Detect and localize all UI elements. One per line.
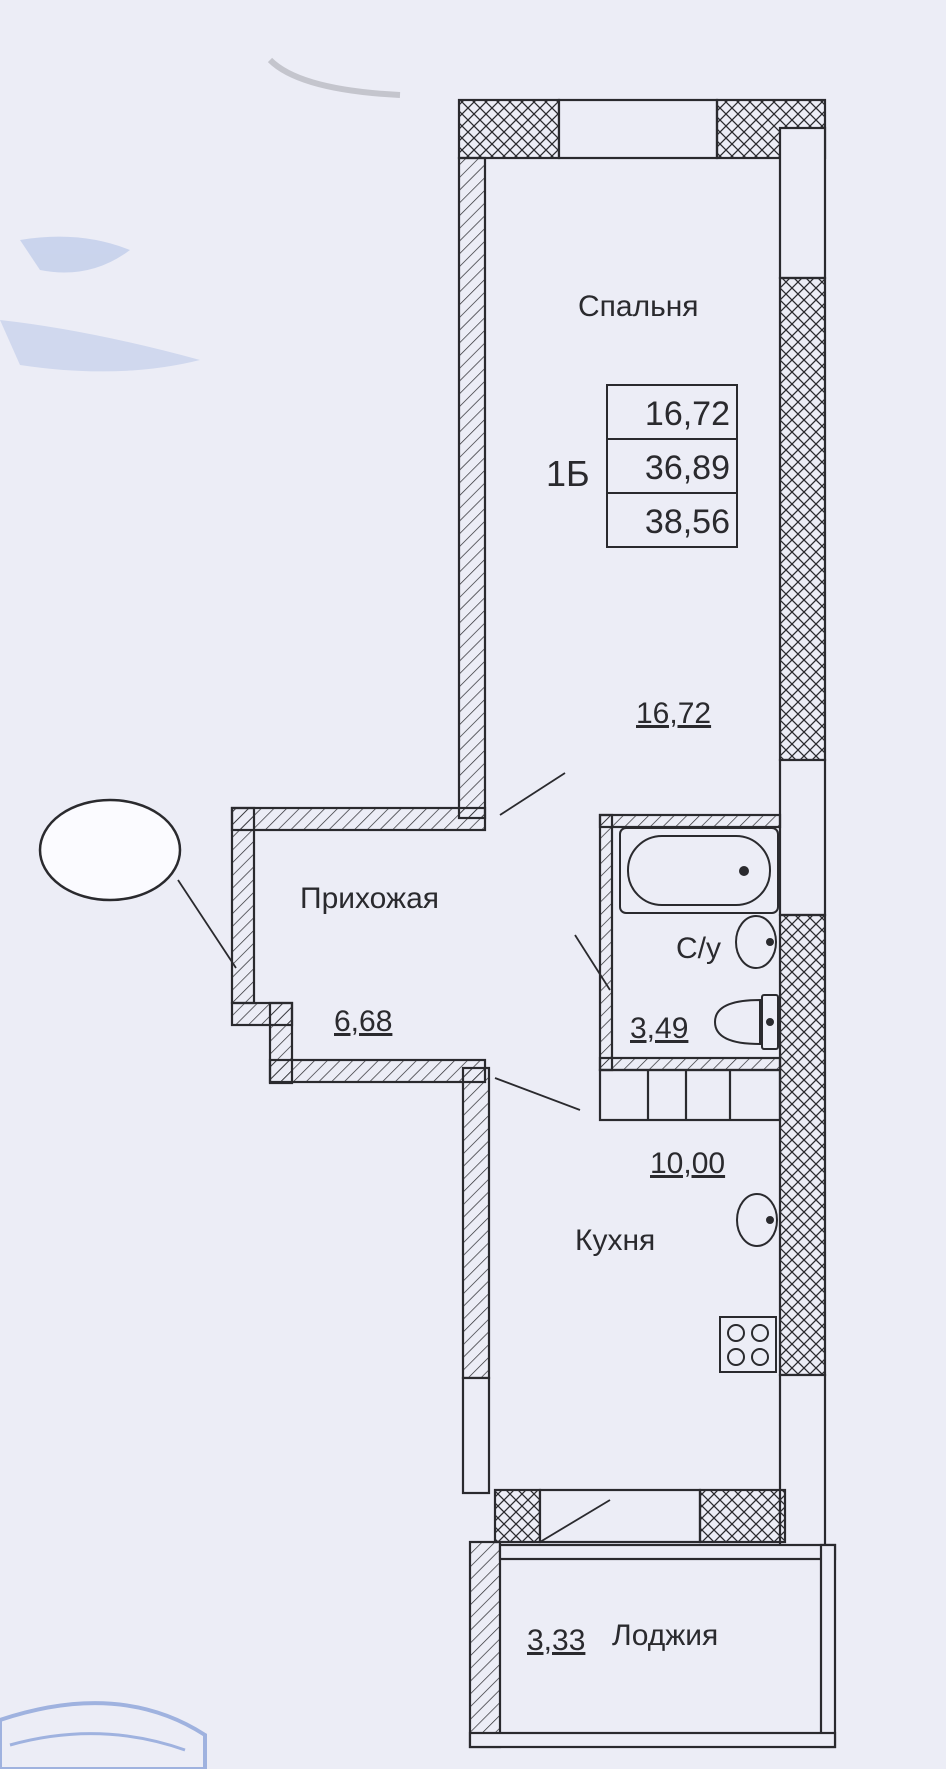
table-living-area: 16,72 <box>645 395 730 433</box>
stove-icon <box>719 1316 777 1373</box>
wall-kitchen-bottom-left <box>493 1488 542 1544</box>
walls <box>230 98 837 1749</box>
bathroom-area: 3,49 <box>630 1012 688 1045</box>
window-right-upper <box>778 126 827 280</box>
apartment-code: 1Б <box>546 453 590 494</box>
wall-right-upper <box>778 276 827 762</box>
wall-hallway-bottom <box>268 1058 487 1084</box>
door-bathroom <box>574 934 611 991</box>
table-total-with-loggia: 38,56 <box>645 503 730 541</box>
stamp-smudge <box>0 57 401 372</box>
wall-bedroom-left <box>457 156 487 820</box>
entrance-marker <box>38 798 182 902</box>
wall-kitchen-left <box>461 1066 491 1380</box>
balcony-door <box>538 1488 702 1544</box>
door-bedroom <box>499 772 566 816</box>
wall-hallway-top <box>230 806 487 832</box>
door-kitchen-left <box>461 1376 491 1495</box>
door-loggia <box>539 1499 611 1543</box>
loggia-rail-right <box>819 1543 837 1749</box>
doors <box>177 772 611 1543</box>
loggia-area: 3,33 <box>527 1624 585 1657</box>
loggia-label: Лоджия <box>612 1619 718 1652</box>
wall-top-left <box>457 98 561 160</box>
hallway-area: 6,68 <box>334 1005 392 1038</box>
kitchen-cabinets <box>598 1068 782 1122</box>
corner-stamp <box>0 1701 207 1769</box>
toilet-icon <box>713 994 779 1050</box>
wall-loggia-left <box>468 1540 502 1749</box>
wall-hallway-left <box>230 806 256 1005</box>
sink-icon <box>735 915 777 969</box>
window-right-mid <box>778 758 827 917</box>
area-table <box>606 384 738 548</box>
table-total-area: 36,89 <box>645 449 730 487</box>
hallway-label: Прихожая <box>300 882 439 915</box>
wall-kitchen-bottom-right <box>698 1488 787 1544</box>
window-top <box>557 98 719 160</box>
bedroom-label: Спальня <box>578 290 699 323</box>
bathroom-label: С/у <box>676 932 721 965</box>
loggia-rail-top <box>498 1543 837 1561</box>
door-entrance <box>177 879 237 969</box>
wall-bath-bottom <box>598 1056 782 1072</box>
kitchen-label: Кухня <box>575 1224 655 1257</box>
bedroom-area: 16,72 <box>636 697 711 730</box>
loggia-rail-bottom <box>468 1731 837 1749</box>
bathtub-icon <box>619 827 779 914</box>
wall-bath-left <box>598 813 614 1072</box>
kitchen-sink-icon <box>736 1193 778 1247</box>
wall-right-lower <box>778 913 827 1377</box>
door-kitchen <box>494 1077 581 1111</box>
kitchen-area: 10,00 <box>650 1147 725 1180</box>
window-right-lower <box>778 1373 827 1552</box>
wall-bath-top <box>598 813 782 829</box>
